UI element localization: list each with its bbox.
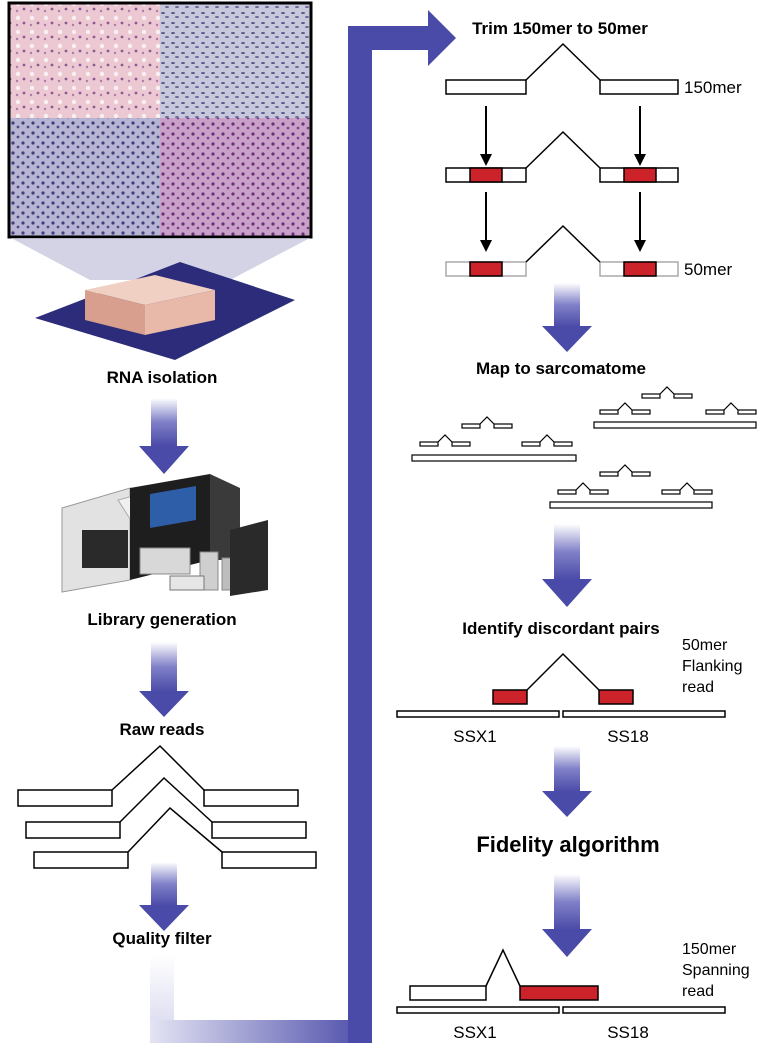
rna-isolation-label: RNA isolation [107, 368, 218, 387]
label-150mer: 150mer [684, 78, 742, 97]
quality-filter-label: Quality filter [112, 929, 212, 948]
spanning-label-line2: Spanning [682, 962, 750, 979]
flanking-label-line2: Flanking [682, 658, 742, 675]
raw-reads-diagram [17, 744, 317, 869]
spanning-read-diagram [396, 948, 726, 1014]
ssx1-label: SSX1 [453, 727, 496, 746]
workflow-connector-arrow [150, 10, 456, 1043]
tissue-block-icon [35, 262, 295, 360]
label-50mer: 50mer [684, 260, 733, 279]
trim-label: Trim 150mer to 50mer [472, 19, 648, 38]
ss18-label: SS18 [607, 1023, 649, 1042]
read-150mer [445, 42, 679, 95]
flanking-label-line1: 50mer [682, 637, 728, 654]
magnification-cone [11, 238, 310, 280]
ssx1-label: SSX1 [453, 1023, 496, 1042]
flanking-label-line3: read [682, 679, 714, 696]
sarcomatome-mapping-diagram [411, 386, 757, 509]
spanning-label-line1: 150mer [682, 941, 737, 958]
flow-arrow [542, 524, 592, 607]
trim-arrows [485, 106, 641, 242]
read-trimming [445, 130, 679, 183]
histology-micrograph-icon [7, 1, 313, 239]
flow-arrow [542, 283, 592, 352]
library-generation-label: Library generation [87, 610, 236, 629]
flow-arrow [139, 398, 189, 474]
raw-reads-label: Raw reads [119, 720, 204, 739]
sequencer-machine-icon [61, 474, 268, 596]
spanning-label-line3: read [682, 983, 714, 1000]
flow-arrow [542, 874, 592, 957]
flow-arrow [139, 862, 189, 931]
ss18-label: SS18 [607, 727, 649, 746]
map-label: Map to sarcomatome [476, 359, 646, 378]
identify-label: Identify discordant pairs [462, 619, 659, 638]
read-50mer [445, 224, 679, 277]
flow-arrow [542, 746, 592, 817]
fidelity-label: Fidelity algorithm [476, 832, 659, 857]
trim-arrowheads [480, 154, 646, 252]
flow-arrow [139, 642, 189, 717]
discordant-pair-diagram [396, 652, 726, 718]
